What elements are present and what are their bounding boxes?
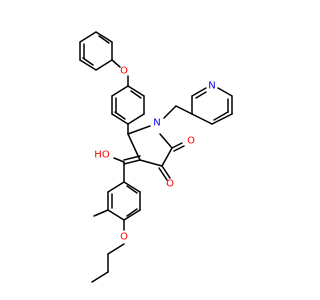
pyrrolidine-dione-ring <box>127 125 173 167</box>
atom-hydroxy: HO <box>94 150 110 161</box>
structure-diagram: O N N HO O O O <box>79 31 233 283</box>
atom-n-pyridine: N <box>208 81 215 92</box>
n-methylene-linker <box>163 105 193 119</box>
atom-o-ketone-c3: O <box>166 179 174 190</box>
exocyclic-alkene <box>113 155 141 165</box>
propoxy-chain <box>91 219 125 283</box>
central-phenyl-ring <box>111 85 145 125</box>
ketone-c2 <box>171 142 185 152</box>
pyridine-ring <box>191 87 233 125</box>
methyl-group <box>93 209 109 217</box>
atom-o-ether: O <box>120 66 128 77</box>
atom-o-ketone-c2: O <box>187 136 195 147</box>
atom-n-ring: N <box>153 118 160 129</box>
ketone-c3 <box>158 165 171 181</box>
atom-o-propoxy: O <box>120 232 128 243</box>
lower-phenyl-ring <box>107 181 141 221</box>
ether-linkage <box>111 59 129 87</box>
phenoxy-ring <box>79 31 113 71</box>
molecule-canvas: O N N HO O O O <box>79 31 233 283</box>
